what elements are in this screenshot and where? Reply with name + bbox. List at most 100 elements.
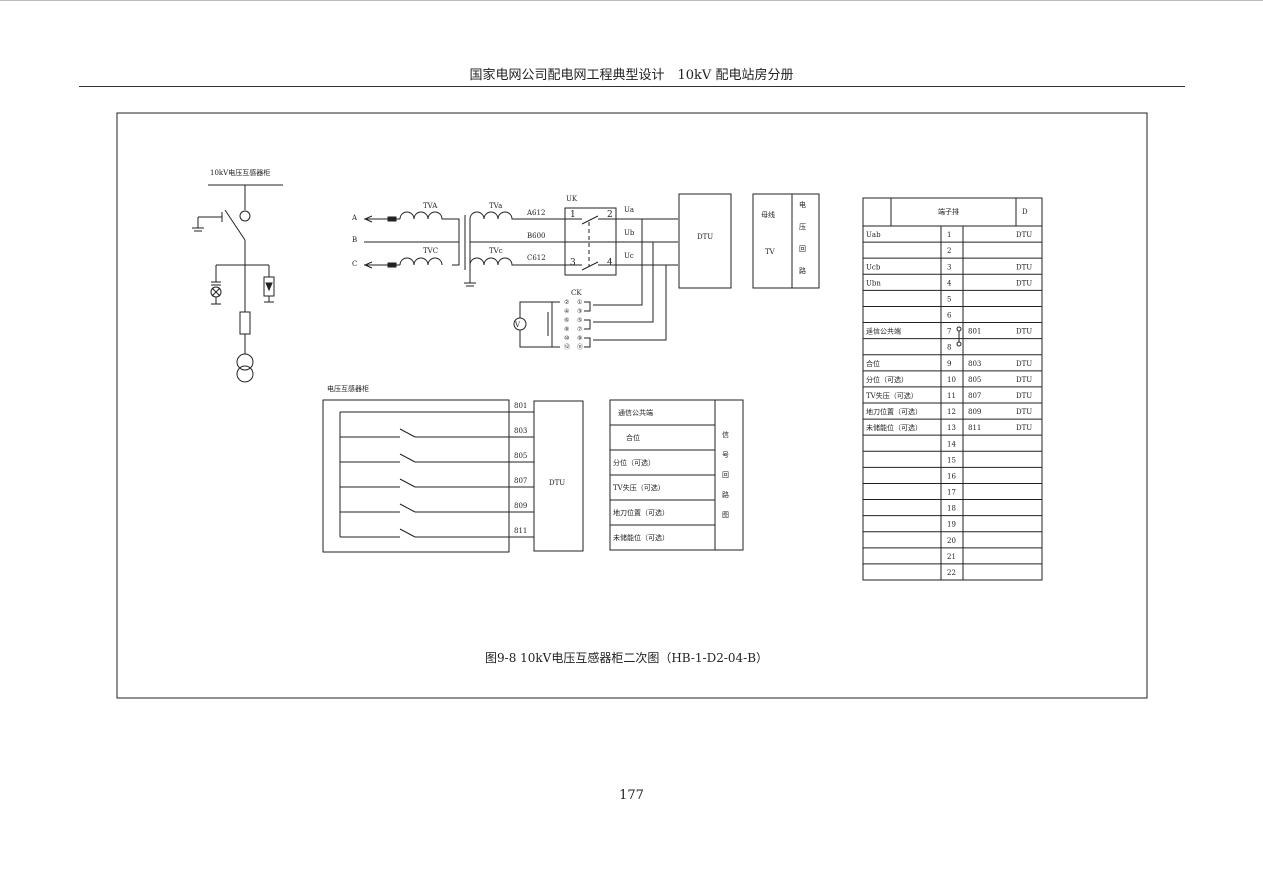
terminal-number: 7 [947,328,951,336]
terminal-title: 端子排 [938,207,959,216]
ck-label: CK [571,289,582,297]
loop-title-char: 电 [799,200,806,209]
signal-legend-item: TV失压（可选） [613,483,665,492]
cabinet-label: 电压互感器柜 [327,384,369,393]
ck-contact-right: ⑤ [577,317,582,324]
tvc-sec-label: TVc [489,247,503,255]
terminal-number: 3 [947,263,951,271]
terminal-number: 15 [947,456,956,464]
signal-loop-title-char: 号 [722,451,729,459]
terminal-dest: DTU [1016,360,1032,368]
ck-contact-right: ⑦ [577,326,582,333]
uk-label: UK [566,195,578,203]
uk-contact: 3 [570,258,576,268]
ck-contact-left: ⑩ [564,335,569,342]
dtu-box [678,193,732,289]
loop-title-char: 回 [799,245,806,253]
terminal-dest: DTU [1016,392,1032,400]
voltmeter-label: V [514,321,521,329]
signal-loop-title-char: 信 [722,430,729,439]
bus-tv-box [752,193,820,289]
signal-wire-label: 803 [514,427,527,435]
header-rule [79,86,1185,87]
page-number: 177 [619,788,644,803]
uk-contact: 4 [607,258,613,268]
signal-legend-item: 未储能位（可选） [613,533,669,542]
terminal-col-d: D [1022,208,1028,216]
terminal-dest: DTU [1016,408,1032,416]
ck-contact-left: ⑧ [564,326,569,333]
signal-dtu-label: DTU [549,479,565,487]
terminal-label: 合位 [866,359,880,368]
uk-contact: 1 [570,210,576,220]
terminal-number: 12 [947,408,956,416]
ck-contact-right: ⑪ [577,343,583,351]
terminal-number: 20 [947,537,956,545]
voltage-circuit: A B C TVA TVC TVa TVc A612 B600 C612 UK … [351,193,820,351]
terminal-number: 2 [947,247,951,255]
signal-wire-label: 809 [514,502,527,510]
terminal-number: 14 [947,440,956,448]
terminal-number: 10 [947,376,956,384]
phase-b-label: B [352,236,357,244]
uc-label: Uc [624,252,634,260]
signal-wire-label: 801 [514,402,527,410]
signal-legend-item: 地刀位置（可选） [613,508,669,517]
signal-loop-title-char: 图 [722,511,729,519]
figure-caption: 图9-8 10kV电压互感器柜二次图（HB-1-D2-04-B） [485,650,768,665]
terminal-number: 1 [947,231,951,239]
terminal-number: 13 [947,424,956,432]
single-line-diagram: 10kV电压互感器柜 [192,168,283,383]
fuse-icon [239,311,251,335]
terminal-number: 5 [947,295,951,303]
terminal-label: TV失压（可选） [866,391,918,400]
terminal-number: 18 [947,505,956,513]
terminal-number: 4 [947,279,952,287]
page-header: 国家电网公司配电网工程典型设计 10kV 配电站房分册 [469,68,794,83]
tv-primary-winding-icon [399,211,460,266]
terminal-label: 分位（可选） [866,375,908,384]
ck-contact-left: ④ [564,308,569,315]
terminal-dest: DTU [1016,263,1032,271]
terminal-number: 9 [947,360,951,368]
signal-wire-label: 811 [514,527,527,535]
terminal-number: 17 [947,489,956,497]
terminal-label: Ucb [866,263,881,271]
terminal-wire: 803 [968,360,981,368]
terminal-label: 遥信公共端 [866,327,901,336]
tva-sec-label: TVa [489,202,502,210]
ck-contact-left: ⑥ [564,317,569,324]
terminal-dest: DTU [1016,424,1032,432]
tvc-label: TVC [423,247,438,255]
ub-label: Ub [624,229,635,237]
tv-secondary-winding-icon [469,211,678,283]
signal-loop-title-char: 路 [722,490,729,499]
terminal-wire: 807 [968,392,981,400]
ua-label: Ua [624,206,634,214]
wire-c612: C612 [527,254,546,262]
terminal-number: 19 [947,521,956,529]
loop-title-char: 路 [799,266,806,275]
terminal-number: 21 [947,553,956,561]
ck-contact-left: ⑫ [564,343,570,351]
terminal-label: Uab [866,231,881,239]
signal-legend-item: 合位 [626,433,640,442]
wire-a612: A612 [526,209,545,217]
terminal-wire: 805 [968,376,981,384]
signal-legend-item: 分位（可选） [613,458,655,467]
terminal-number: 16 [947,472,956,480]
terminal-number: 8 [947,344,951,352]
page-top-edge [0,0,1263,1]
ck-contact-right: ③ [577,308,582,315]
dtu-label: DTU [697,233,713,241]
terminal-label: Ubn [866,279,881,287]
terminal-wire: 801 [968,328,981,336]
terminal-number: 6 [947,312,952,320]
terminal-dest: DTU [1016,231,1032,239]
current-transformer-icon [239,210,251,222]
ck-contact-right: ① [577,299,582,306]
terminal-number: 22 [947,569,956,577]
signal-contact-icon [340,528,534,538]
terminal-label: 未储能位（可选） [866,423,922,432]
